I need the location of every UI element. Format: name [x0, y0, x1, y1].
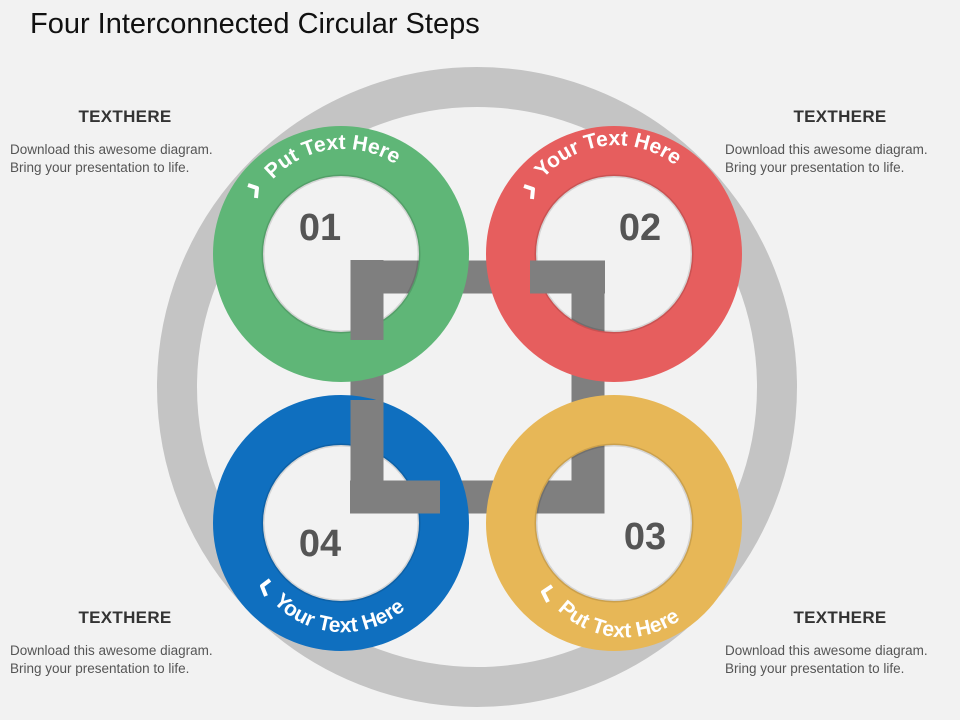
info-heading: TEXTHERE	[793, 107, 887, 126]
info-description: Download this awesome diagram. Bring you…	[725, 642, 960, 678]
ring-inner-shadow	[261, 443, 421, 603]
outer-ring	[157, 67, 797, 707]
info-block-bottom-left: TEXTHERE Download this awesome diagram. …	[10, 608, 250, 678]
step-number: 04	[299, 523, 341, 565]
info-heading: TEXTHERE	[78, 608, 172, 627]
info-line: Bring your presentation to life.	[725, 661, 905, 676]
info-line: Download this awesome diagram.	[10, 643, 213, 658]
step-02: Your Text Here 02	[486, 126, 742, 382]
chevron-arrow-icon	[523, 184, 535, 200]
info-line: Download this awesome diagram.	[10, 142, 213, 157]
ring-inner-shadow	[534, 443, 694, 603]
info-line: Bring your presentation to life.	[10, 661, 190, 676]
info-block-top-left: TEXTHERE Download this awesome diagram. …	[10, 107, 250, 177]
connector-square	[350, 260, 605, 514]
info-line: Bring your presentation to life.	[10, 160, 190, 175]
info-line: Download this awesome diagram.	[725, 643, 928, 658]
step-ring	[213, 395, 469, 651]
info-heading: TEXTHERE	[793, 608, 887, 627]
page-title: Four Interconnected Circular Steps	[30, 8, 480, 40]
step-number: 03	[624, 516, 666, 558]
chevron-arrow-icon	[541, 584, 554, 603]
step-number: 02	[619, 207, 661, 249]
step-03: Put Text Here 03	[486, 395, 742, 651]
ring-inner-shadow	[534, 174, 694, 334]
step-ring	[213, 126, 469, 382]
info-line: Download this awesome diagram.	[725, 142, 928, 157]
step-ring	[486, 395, 742, 651]
chevron-arrow-icon	[247, 183, 259, 199]
chevron-arrow-icon	[260, 578, 272, 597]
info-description: Download this awesome diagram. Bring you…	[10, 141, 250, 177]
info-description: Download this awesome diagram. Bring you…	[725, 141, 960, 177]
step-04: Your Text Here 04	[213, 395, 469, 651]
info-block-bottom-right: TEXTHERE Download this awesome diagram. …	[725, 608, 960, 678]
ring-inner-shadow	[261, 174, 421, 334]
info-line: Bring your presentation to life.	[725, 160, 905, 175]
info-description: Download this awesome diagram. Bring you…	[10, 642, 250, 678]
info-block-top-right: TEXTHERE Download this awesome diagram. …	[725, 107, 960, 177]
step-number: 01	[299, 207, 341, 249]
info-heading: TEXTHERE	[78, 107, 172, 126]
step-01: Put Text Here 01	[213, 126, 469, 382]
step-ring	[486, 126, 742, 382]
